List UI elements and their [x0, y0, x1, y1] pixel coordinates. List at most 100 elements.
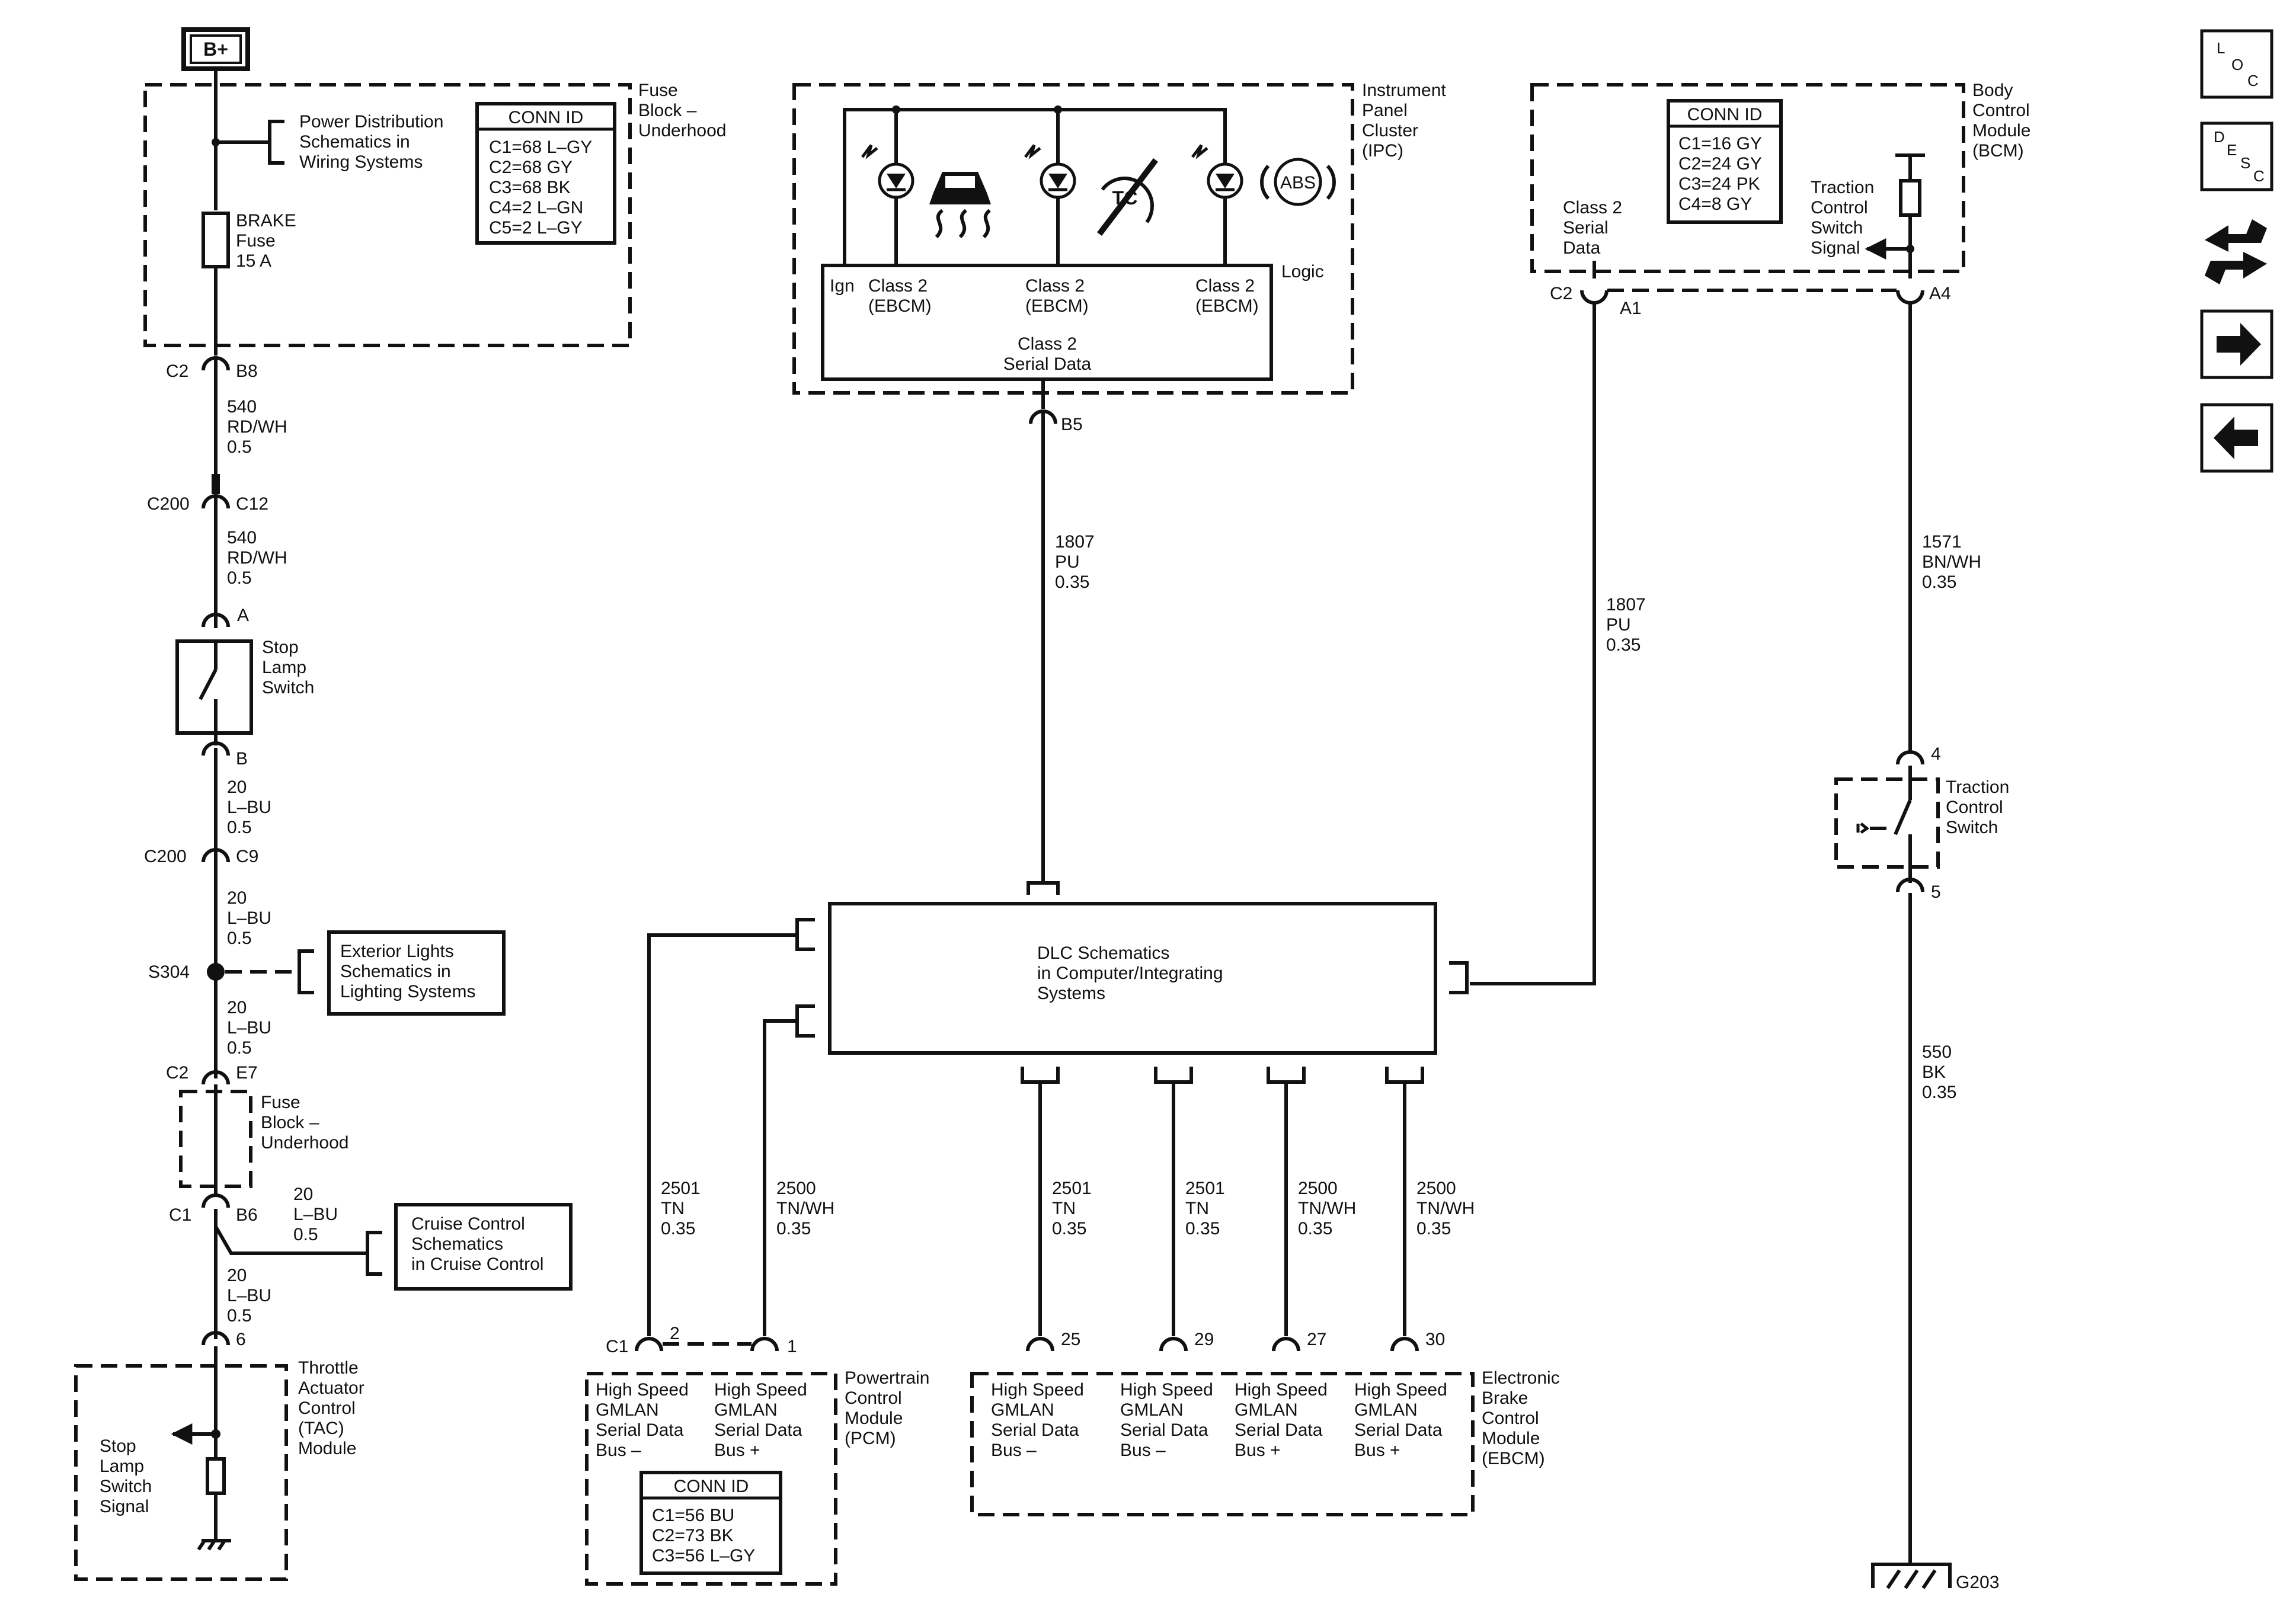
connector-swap-icon[interactable]	[2205, 219, 2267, 284]
power-source: B+	[181, 27, 250, 71]
abs-icon: ABS	[1260, 158, 1336, 206]
svg-text:C200: C200	[147, 494, 190, 514]
svg-text:S304: S304	[148, 962, 190, 982]
ground-g203: G203	[1871, 1563, 1999, 1592]
back-button[interactable]	[2200, 403, 2273, 473]
svg-text:Ign: Ign	[830, 276, 855, 296]
svg-text:5: 5	[1931, 882, 1941, 902]
connector-c2-b8: C2 B8	[166, 356, 258, 381]
svg-text:1: 1	[787, 1337, 797, 1356]
svg-text:D: D	[2214, 128, 2225, 146]
svg-text:C1: C1	[169, 1205, 191, 1225]
desc-button[interactable]: D E S C	[2200, 121, 2273, 191]
svg-text:L: L	[2217, 39, 2225, 57]
traction-off-icon: TC	[1097, 158, 1158, 236]
svg-text:A4: A4	[1929, 284, 1951, 303]
led-indicator-2	[1024, 144, 1076, 199]
svg-text:4: 4	[1931, 744, 1941, 764]
connector-c200-c9: C200 C9	[144, 847, 258, 866]
svg-text:Logic: Logic	[1281, 262, 1324, 281]
svg-text:2: 2	[670, 1324, 680, 1343]
svg-text:A1: A1	[1620, 299, 1642, 318]
svg-text:E: E	[2227, 141, 2237, 159]
svg-text:B: B	[236, 749, 248, 769]
svg-text:Class 2(EBCM): Class 2(EBCM)	[868, 276, 932, 316]
connector-bcm-c2-a1: C2 A1	[1550, 284, 1642, 318]
svg-text:CONN ID: CONN ID	[509, 108, 584, 127]
svg-text:C: C	[2247, 72, 2259, 89]
svg-text:C200: C200	[144, 847, 187, 866]
svg-text:30: 30	[1425, 1330, 1445, 1349]
svg-text:G203: G203	[1956, 1573, 1999, 1592]
connector-ipc-b5: B5	[1029, 409, 1083, 434]
svg-text:C2: C2	[166, 1063, 188, 1083]
svg-text:Class 2(EBCM): Class 2(EBCM)	[1195, 276, 1259, 316]
svg-text:O: O	[2231, 56, 2243, 73]
svg-text:S: S	[2240, 154, 2250, 172]
forward-button[interactable]	[2200, 309, 2273, 379]
svg-text:29: 29	[1194, 1330, 1214, 1349]
svg-text:C1: C1	[606, 1337, 628, 1356]
svg-text:CONN ID: CONN ID	[674, 1477, 749, 1496]
led-indicator-3	[1191, 144, 1243, 199]
loc-button[interactable]: L O C	[2200, 29, 2273, 99]
skid-car-icon	[929, 172, 992, 239]
svg-text:C2: C2	[1550, 284, 1572, 303]
svg-text:CONN ID: CONN ID	[1687, 105, 1763, 124]
svg-text:25: 25	[1061, 1330, 1080, 1349]
svg-text:C9: C9	[236, 847, 258, 866]
connector-c2-e7: C2 E7	[166, 1063, 258, 1085]
svg-text:B6: B6	[236, 1205, 258, 1225]
led-indicator-1	[861, 144, 914, 199]
svg-text:E7: E7	[236, 1063, 258, 1083]
connector-bcm-a4: A4	[1896, 284, 1951, 305]
